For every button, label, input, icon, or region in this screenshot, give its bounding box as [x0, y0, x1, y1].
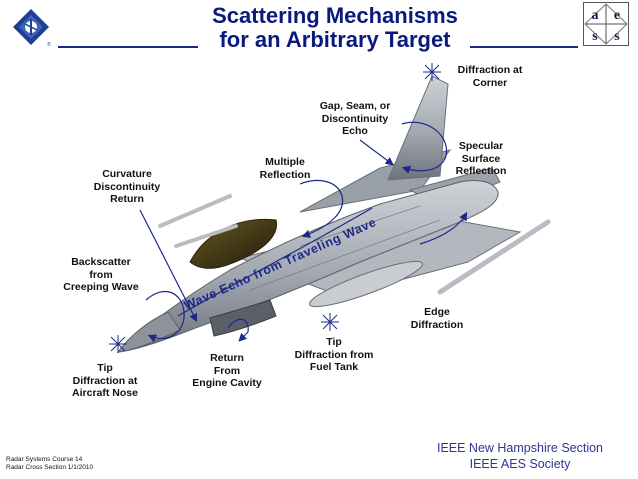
- star-burst-corner-icon: [423, 63, 441, 81]
- label-tip-fuel-tank: Tip Diffraction from Fuel Tank: [288, 336, 380, 374]
- label-line: Surface: [461, 152, 501, 165]
- label-line: Engine Cavity: [192, 377, 262, 389]
- label-line: Aircraft Nose: [72, 387, 138, 399]
- aess-letter-4: s: [614, 29, 620, 44]
- label-line: Backscatter: [71, 256, 131, 268]
- fuselage-missile: [158, 194, 232, 228]
- label-line: Diffraction at: [72, 374, 138, 387]
- label-tip-nose: Tip Diffraction at Aircraft Nose: [62, 362, 148, 400]
- label-line: Creeping Wave: [63, 281, 139, 293]
- label-line: Diffraction at: [457, 64, 523, 76]
- label-line: Multiple: [265, 156, 305, 168]
- label-line: from: [89, 268, 113, 281]
- label-line: From: [213, 364, 241, 377]
- footer-line: Radar Cross Section 1/1/2010: [6, 464, 94, 471]
- label-edge-diffraction: Edge Diffraction: [402, 306, 472, 331]
- label-line: Diffraction from: [294, 348, 374, 361]
- footer-line: Radar Systems Course 14: [6, 456, 83, 463]
- footer-society: IEEE New Hampshire Section IEEE AES Soci…: [420, 440, 620, 472]
- edge-diffraction-curve: [419, 211, 468, 245]
- aess-logo: a e s s: [583, 2, 629, 46]
- label-curvature: Curvature Discontinuity Return: [88, 168, 166, 206]
- label-line: Corner: [472, 76, 508, 89]
- panel-line: [299, 205, 421, 247]
- label-line: Reflection: [259, 168, 311, 181]
- label-line: Curvature: [102, 168, 152, 180]
- footer-line: IEEE AES Society: [469, 457, 571, 471]
- ieee-logo-icon: ®: [10, 6, 52, 48]
- aess-letter-2: e: [614, 8, 620, 23]
- footer-line: IEEE New Hampshire Section: [436, 441, 604, 455]
- wingtip-missile: [437, 219, 551, 295]
- title-line-2: for an Arbitrary Target: [219, 27, 451, 52]
- label-line: Fuel Tank: [309, 361, 359, 373]
- aess-letter-3: s: [592, 29, 598, 44]
- label-line: Return: [210, 352, 244, 364]
- label-return-engine: Return From Engine Cavity: [186, 352, 268, 390]
- label-line: Specular: [458, 140, 504, 152]
- multiple-reflection-curve: [299, 179, 344, 238]
- star-burst-nose-icon: [109, 335, 127, 353]
- label-line: Return: [110, 193, 144, 205]
- label-gap-seam: Gap, Seam, or Discontinuity Echo: [310, 100, 400, 138]
- label-line: Diffraction: [410, 318, 464, 331]
- engine-return-curve: [227, 318, 249, 342]
- aess-letter-1: a: [592, 8, 599, 23]
- label-line: Tip: [97, 362, 113, 374]
- label-line: Discontinuity: [321, 112, 389, 125]
- engine-intake: [209, 299, 277, 337]
- creeping-wave-curve: [145, 290, 185, 343]
- underwing-missile: [174, 224, 238, 248]
- label-backscatter: Backscatter from Creeping Wave: [56, 256, 146, 294]
- title-rule-left: [58, 46, 198, 48]
- label-multiple-reflection: Multiple Reflection: [252, 156, 318, 181]
- label-line: Discontinuity: [93, 180, 161, 193]
- label-line: Edge: [424, 306, 450, 318]
- traveling-wave-curve: [177, 207, 373, 317]
- fuselage: [116, 179, 499, 353]
- label-diffraction-corner: Diffraction at Corner: [450, 64, 530, 89]
- star-burst-fuel-tank-icon: [321, 313, 339, 331]
- curvature-arrow: [139, 209, 198, 323]
- vertical-tail: [387, 75, 449, 181]
- gap-seam-arrow: [359, 139, 394, 166]
- nose-cone: [116, 311, 181, 353]
- label-line: Echo: [342, 125, 368, 137]
- page-title: Scattering Mechanisms for an Arbitrary T…: [170, 4, 500, 52]
- label-line: Reflection: [455, 165, 507, 177]
- title-rule-right: [470, 46, 578, 48]
- specular-curve: [401, 121, 448, 174]
- title-line-1: Scattering Mechanisms: [212, 3, 458, 28]
- fuel-tank: [309, 260, 423, 308]
- label-line: Gap, Seam, or: [319, 100, 391, 112]
- aess-logo-icon: a e s s: [583, 2, 629, 46]
- svg-text:®: ®: [47, 41, 51, 48]
- label-line: Tip: [326, 336, 342, 348]
- panel-line: [249, 219, 441, 291]
- footer-course-info: Radar Systems Course 14 Radar Cross Sect…: [6, 456, 93, 472]
- label-specular: Specular Surface Reflection: [446, 140, 516, 178]
